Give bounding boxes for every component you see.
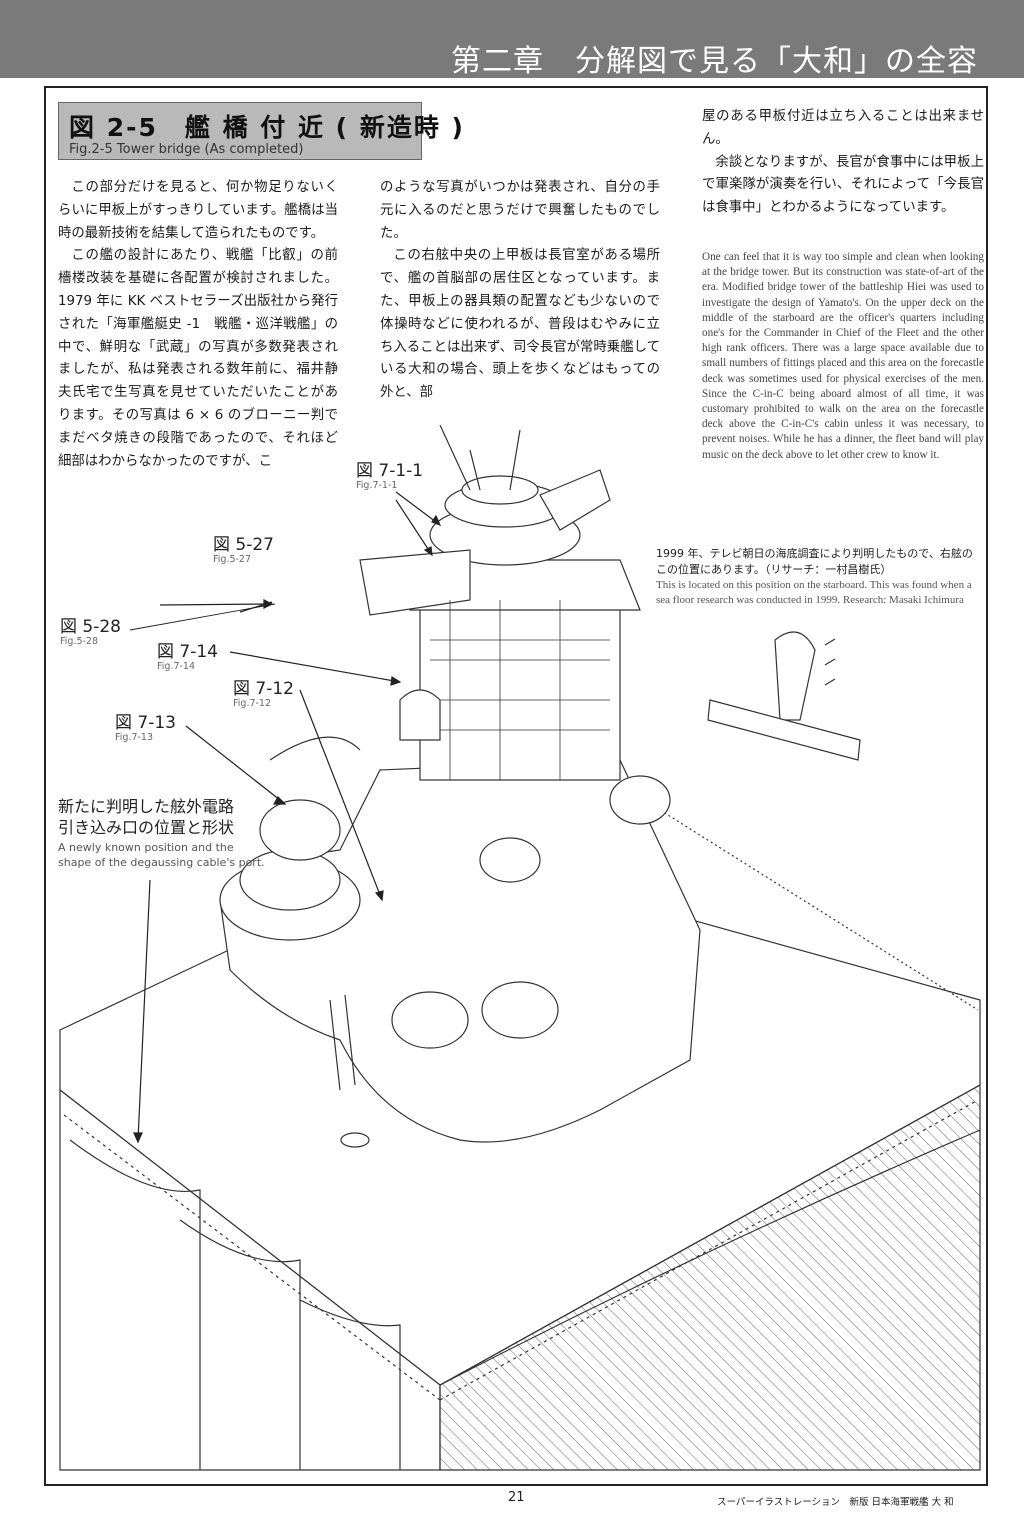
callout-fig-5-27: 図 5-27 Fig.5-27 bbox=[213, 536, 274, 565]
degaussing-jp-line-2: 引き込み口の位置と形状 bbox=[58, 818, 235, 837]
callout-label: 図 7-14 bbox=[157, 642, 218, 662]
callout-sub: Fig.7-14 bbox=[157, 661, 196, 672]
degaussing-en: A newly known position and the shape of … bbox=[58, 841, 265, 869]
figure-title-en: Fig.2-5 Tower bridge (As completed) bbox=[69, 142, 304, 157]
page-number: 21 bbox=[508, 1490, 525, 1505]
header-band bbox=[0, 0, 1024, 78]
callout-sub: Fig.7-12 bbox=[233, 698, 272, 709]
page-frame bbox=[44, 86, 988, 1486]
degaussing-jp-line-1: 新たに判明した舷外電路 bbox=[58, 797, 235, 816]
callout-label: 図 5-27 bbox=[213, 535, 274, 555]
callout-sub: Fig.5-27 bbox=[213, 554, 252, 565]
english-summary: One can feel that it is way too simple a… bbox=[702, 251, 984, 461]
callout-label: 図 5-28 bbox=[60, 617, 121, 637]
callout-label: 図 7-1-1 bbox=[356, 461, 424, 481]
col2-paragraph-2: この右舷中央の上甲板は長官室がある場所で、艦の首脳部の居住区となっています。また… bbox=[380, 248, 660, 401]
figure-title-jp: 図 2-5 艦 橋 付 近 ( 新造時 ) bbox=[69, 113, 465, 142]
text-column-2: のような写真がいつかは発表され、自分の手元に入るのだと思うだけで興奮したものでし… bbox=[380, 177, 660, 405]
col1-paragraph-2: この艦の設計にあたり、戦艦「比叡」の前檣楼改装を基礎に各配置が検討されました。1… bbox=[58, 248, 338, 469]
callout-fig-5-28: 図 5-28 Fig.5-28 bbox=[60, 618, 121, 647]
text-column-1: この部分だけを見ると、何か物足りないくらいに甲板上がすっきりしています。艦橋は当… bbox=[58, 177, 338, 473]
col2-paragraph-1: のような写真がいつかは発表され、自分の手元に入るのだと思うだけで興奮したものでし… bbox=[380, 180, 660, 241]
callout-fig-7-14: 図 7-14 Fig.7-14 bbox=[157, 643, 218, 672]
cable-port-note: 1999 年、テレビ朝日の海底調査により判明したもので、右舷のこの位置にあります… bbox=[656, 546, 982, 608]
col1-paragraph-1: この部分だけを見ると、何か物足りないくらいに甲板上がすっきりしています。艦橋は当… bbox=[58, 180, 338, 241]
callout-fig-7-1-1: 図 7-1-1 Fig.7-1-1 bbox=[356, 462, 423, 491]
callout-sub: Fig.7-1-1 bbox=[356, 480, 398, 491]
chapter-title: 第二章 分解図で見る「大和」の全容 bbox=[451, 44, 978, 79]
col3-paragraph-2: 余談となりますが、長官が食事中には甲板上で軍楽隊が演奏を行い、それによって「今長… bbox=[702, 154, 984, 216]
series-title: スーパーイラストレーション 新版 日本海軍戦艦 大 和 bbox=[717, 1497, 954, 1508]
callout-fig-7-12: 図 7-12 Fig.7-12 bbox=[233, 680, 294, 709]
callout-label: 図 7-12 bbox=[233, 679, 294, 699]
text-column-3: 屋のある甲板付近は立ち入ることは出来ません。 余談となりますが、長官が食事中には… bbox=[702, 106, 984, 220]
callout-label: 図 7-13 bbox=[115, 713, 176, 733]
note-en: This is located on this position on the … bbox=[656, 579, 972, 606]
note-jp: 1999 年、テレビ朝日の海底調査により判明したもので、右舷のこの位置にあります… bbox=[656, 547, 973, 576]
figure-title-box: 図 2-5 艦 橋 付 近 ( 新造時 ) Fig.2-5 Tower brid… bbox=[58, 102, 463, 160]
degaussing-port-label: 新たに判明した舷外電路 引き込み口の位置と形状 A newly known po… bbox=[58, 796, 268, 870]
callout-fig-7-13: 図 7-13 Fig.7-13 bbox=[115, 714, 176, 743]
callout-sub: Fig.7-13 bbox=[115, 732, 154, 743]
callout-sub: Fig.5-28 bbox=[60, 636, 99, 647]
col3-paragraph-1: 屋のある甲板付近は立ち入ることは出来ません。 bbox=[702, 109, 984, 147]
